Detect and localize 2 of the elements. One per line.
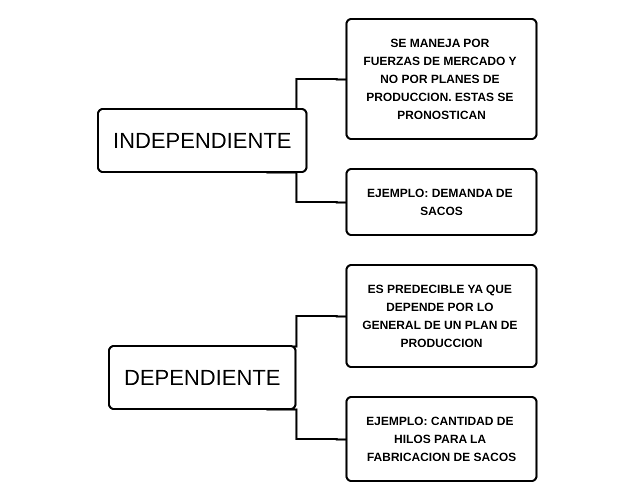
connector: [266, 408, 348, 440]
connector: [266, 171, 348, 203]
